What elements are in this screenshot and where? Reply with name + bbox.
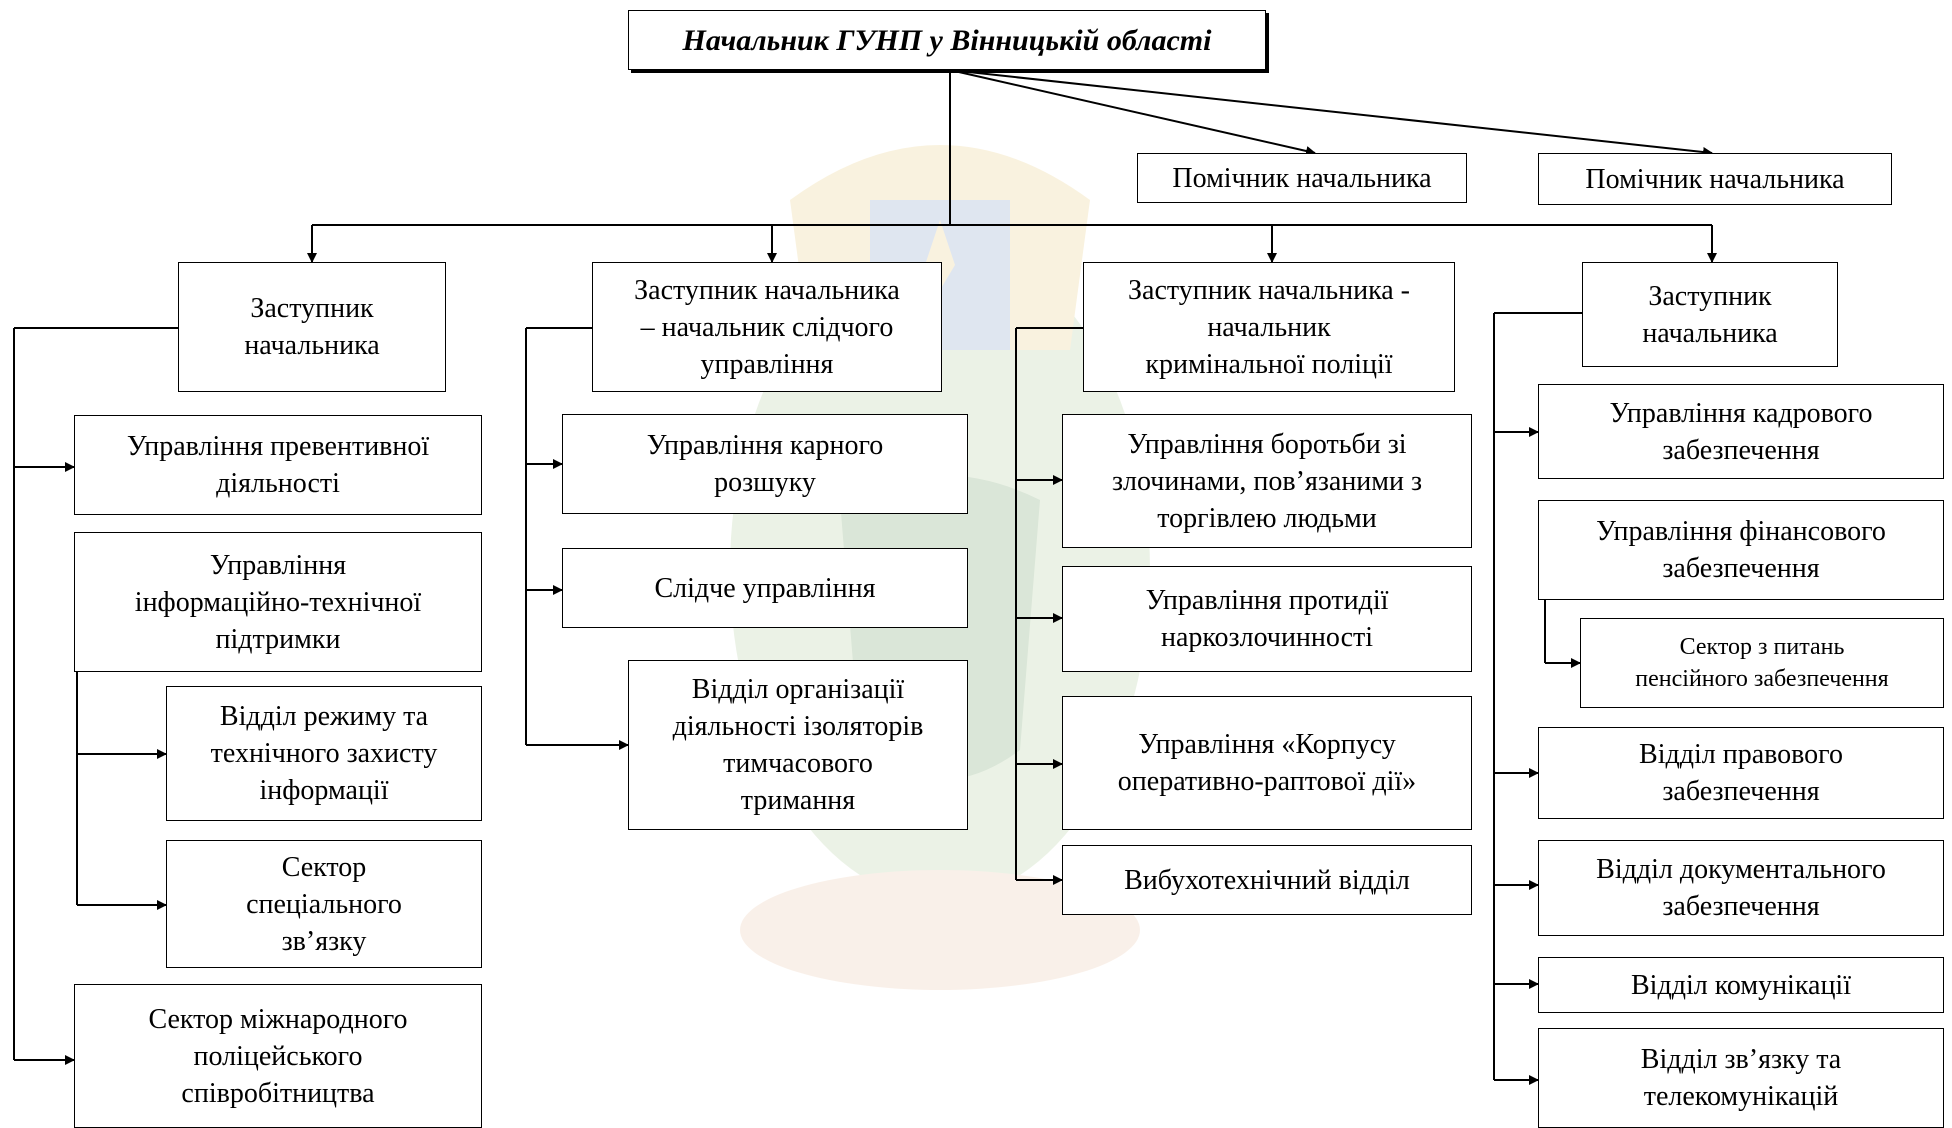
unit-box: Слідче управління [562, 548, 968, 628]
unit-label: Управління фінансового забезпечення [1596, 516, 1886, 584]
unit-label: Управління кадрового забезпечення [1609, 397, 1873, 466]
deputy-box-4: Заступник начальника [1582, 262, 1838, 367]
unit-label: Управління боротьби зі злочинами, пов’яз… [1111, 428, 1423, 534]
unit-label: Сектор з питань пенсійного забезпечення [1635, 634, 1889, 692]
unit-box: Управління кадрового забезпечення [1538, 384, 1944, 479]
unit-box: Сектор спеціального зв’язку [166, 840, 482, 968]
unit-label: Відділ правового забезпечення [1639, 739, 1843, 807]
unit-box: Управління карного розшуку [562, 414, 968, 514]
unit-box: Управління боротьби зі злочинами, пов’яз… [1062, 414, 1472, 548]
unit-label: Вибухотехнічний відділ [1124, 864, 1410, 896]
unit-label: Відділ зв’язку та телекомунікацій [1640, 1044, 1842, 1112]
unit-label: Відділ організації діяльності ізоляторів… [672, 674, 924, 816]
deputy-label: Заступник начальника - начальник криміна… [1128, 274, 1410, 380]
unit-box: Управління інформаційно-технічної підтри… [74, 532, 482, 672]
deputy-box-3: Заступник начальника - начальник криміна… [1083, 262, 1455, 392]
unit-box: Сектор міжнародного поліцейського співро… [74, 984, 482, 1128]
assistant-label: Помічник начальника [1585, 163, 1845, 195]
unit-label: Відділ комунікації [1631, 969, 1851, 1001]
deputy-label: Заступник начальника [244, 293, 380, 361]
unit-label: Слідче управління [654, 572, 876, 604]
unit-label: Відділ режиму та технічного захисту інфо… [210, 701, 438, 806]
assistant-box-2: Помічник начальника [1538, 153, 1892, 205]
assistant-box-1: Помічник начальника [1137, 153, 1467, 203]
deputy-box-1: Заступник начальника [178, 262, 446, 392]
unit-box: Відділ режиму та технічного захисту інфо… [166, 686, 482, 821]
unit-box: Сектор з питань пенсійного забезпечення [1580, 618, 1944, 708]
unit-label: Управління превентивної діяльності [126, 431, 430, 499]
unit-box: Відділ комунікації [1538, 957, 1944, 1013]
chief-label: Начальник ГУНП у Вінницькій області [682, 23, 1212, 57]
unit-label: Управління «Корпусу оперативно-раптової … [1117, 729, 1417, 797]
deputy-label: Заступник начальника – начальник слідчог… [634, 274, 900, 380]
unit-label: Управління інформаційно-технічної підтри… [134, 549, 422, 655]
chief-box: Начальник ГУНП у Вінницькій області [628, 10, 1266, 70]
assistant-label: Помічник начальника [1172, 162, 1432, 194]
unit-label: Управління карного розшуку [646, 430, 884, 498]
unit-box: Відділ організації діяльності ізоляторів… [628, 660, 968, 830]
unit-label: Відділ документального забезпечення [1596, 854, 1886, 922]
deputy-label: Заступник начальника [1642, 280, 1778, 349]
deputy-box-2: Заступник начальника – начальник слідчог… [592, 262, 942, 392]
unit-box: Вибухотехнічний відділ [1062, 845, 1472, 915]
unit-label: Сектор міжнародного поліцейського співро… [148, 1003, 408, 1109]
unit-label: Управління протидії наркозлочинності [1145, 585, 1389, 653]
unit-box: Управління превентивної діяльності [74, 415, 482, 515]
unit-box: Управління протидії наркозлочинності [1062, 566, 1472, 672]
unit-box: Управління фінансового забезпечення [1538, 500, 1944, 600]
unit-box: Відділ правового забезпечення [1538, 727, 1944, 819]
unit-box: Відділ зв’язку та телекомунікацій [1538, 1028, 1944, 1128]
unit-box: Управління «Корпусу оперативно-раптової … [1062, 696, 1472, 830]
unit-label: Сектор спеціального зв’язку [246, 851, 402, 957]
unit-box: Відділ документального забезпечення [1538, 840, 1944, 936]
